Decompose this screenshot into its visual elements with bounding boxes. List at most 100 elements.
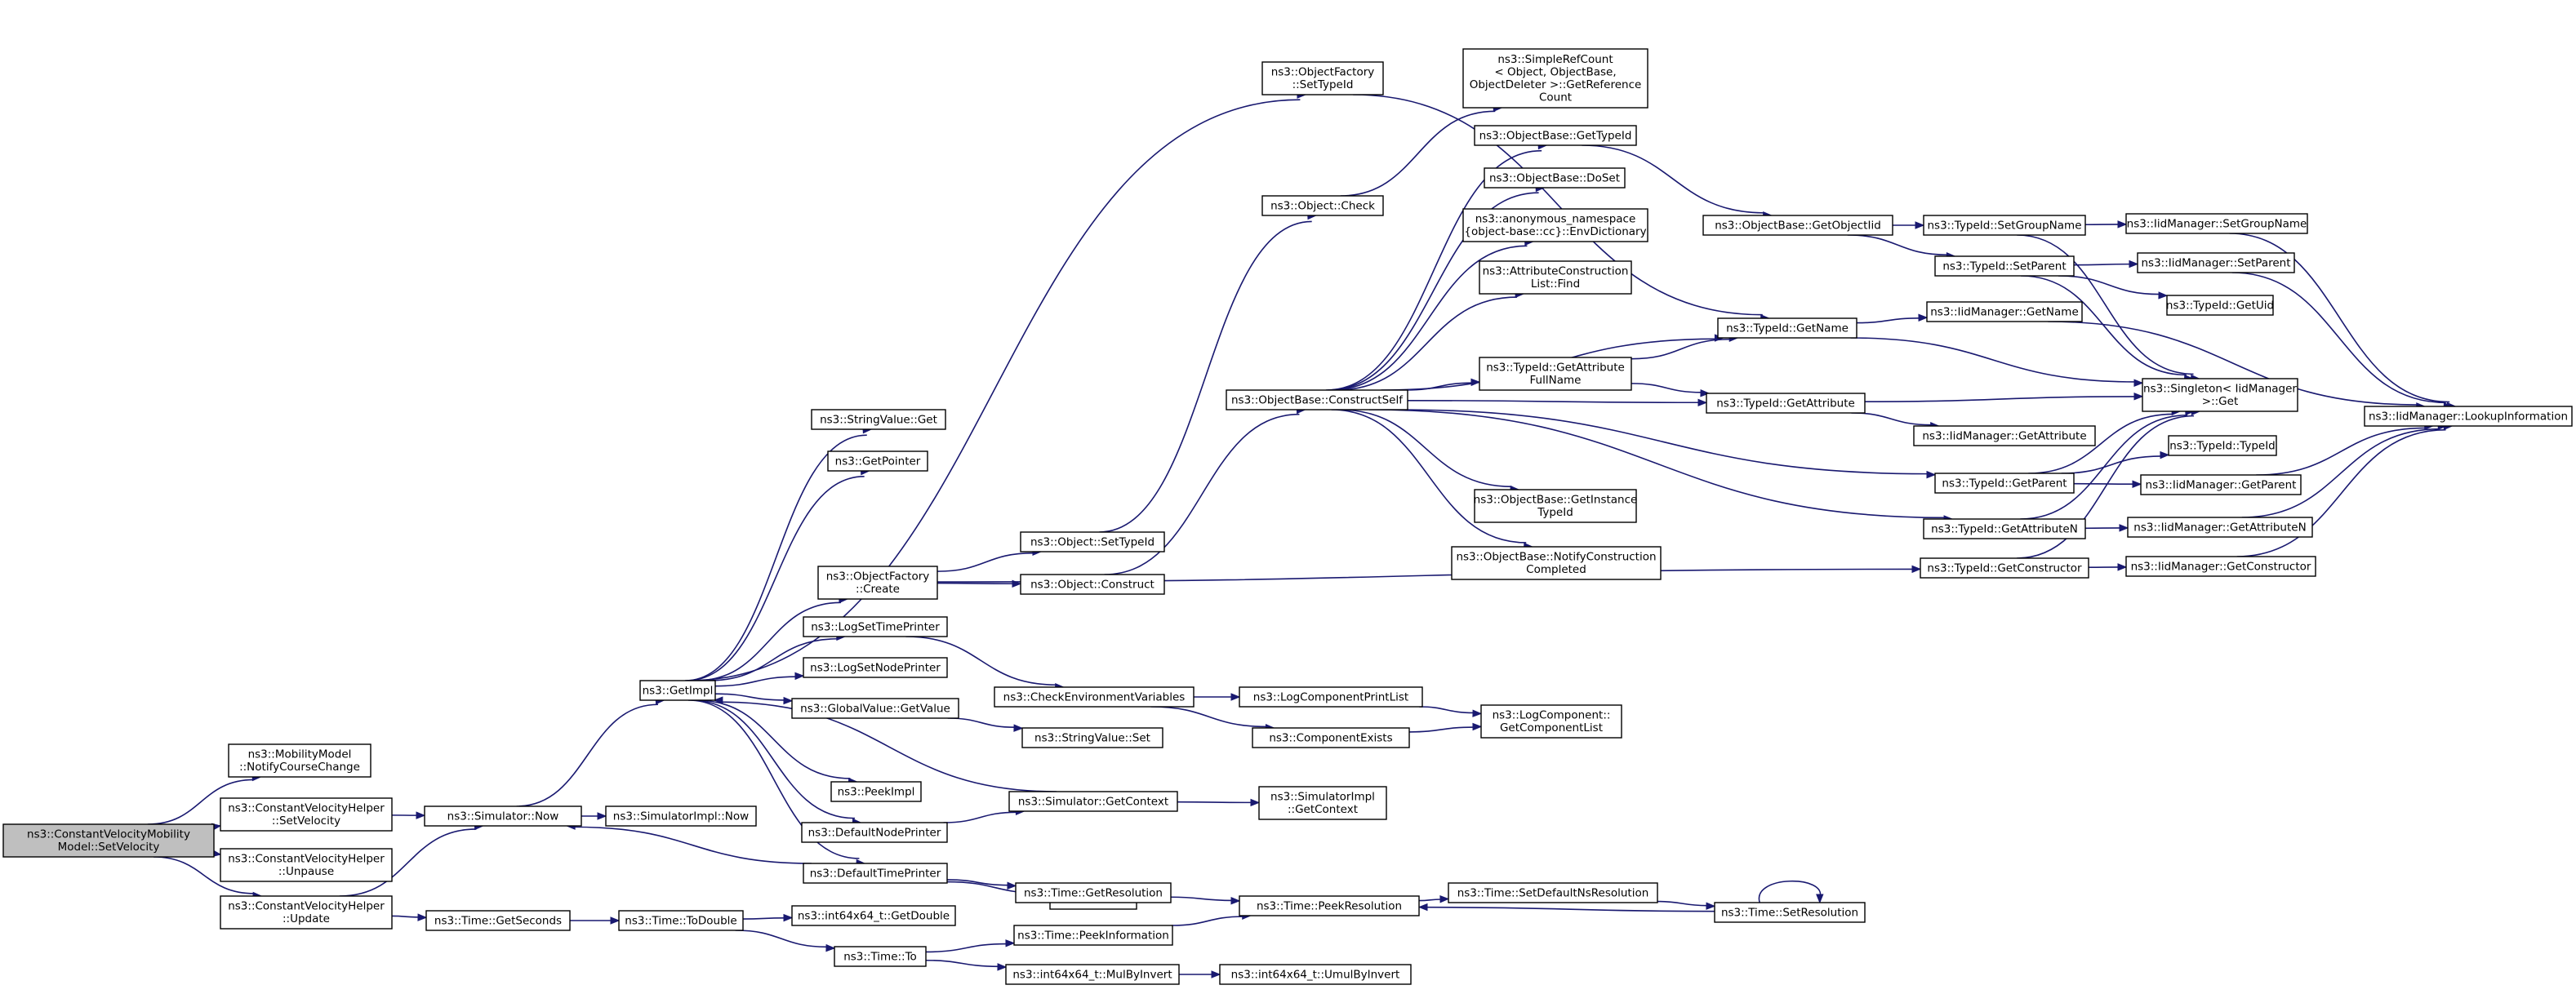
node-box xyxy=(791,698,959,719)
node-checkenv[interactable]: ns3::CheckEnvironmentVariables xyxy=(994,686,1195,708)
node-box xyxy=(803,863,948,884)
node-iid-lookupinfo[interactable]: ns3::IidManager::LookupInformation xyxy=(2364,406,2573,427)
node-singleton-get[interactable]: ns3::Singleton< IidManager>::Get xyxy=(2142,378,2298,412)
node-int64-umulbyinvert[interactable]: ns3::int64x64_t::UmulByInvert xyxy=(1219,964,1412,985)
node-tid-getname[interactable]: ns3::TypeId::GetName xyxy=(1717,317,1857,339)
node-label: ns3::StringValue::Get xyxy=(820,413,937,426)
node-sim-now[interactable]: ns3::Simulator::Now xyxy=(424,805,582,827)
node-iid-setparent[interactable]: ns3::IidManager::SetParent xyxy=(2137,252,2295,273)
node-cvh-update[interactable]: ns3::ConstantVelocityHelper::Update xyxy=(220,895,393,930)
node-getpointer[interactable]: ns3::GetPointer xyxy=(827,450,928,472)
node-of-create[interactable]: ns3::ObjectFactory::Create xyxy=(817,566,938,600)
node-tid-typeid[interactable]: ns3::TypeId::TypeId xyxy=(2168,435,2277,456)
node-time-setresolution[interactable]: ns3::Time::SetResolution xyxy=(1714,902,1866,923)
call-edge-time_setresolution-to-time_setresolution xyxy=(1758,880,1824,904)
node-label: ns3::GlobalValue::GetValue xyxy=(800,702,950,715)
node-box xyxy=(1261,195,1384,216)
node-box xyxy=(801,822,948,843)
node-int64-getdouble[interactable]: ns3::int64x64_t::GetDouble xyxy=(791,905,956,926)
node-tid-getattribute[interactable]: ns3::TypeId::GetAttribute xyxy=(1706,393,1866,414)
call-edge-sim_now-to-getimpl xyxy=(516,696,665,807)
node-int64-mulbyinvert[interactable]: ns3::int64x64_t::MulByInvert xyxy=(1005,964,1180,985)
node-defaultnodeprinter[interactable]: ns3::DefaultNodePrinter xyxy=(801,822,948,843)
node-getimpl[interactable]: ns3::GetImpl xyxy=(639,680,716,701)
node-box xyxy=(1219,964,1412,985)
node-iid-getname[interactable]: ns3::IidManager::GetName xyxy=(1926,301,2083,322)
node-time-peekinfo[interactable]: ns3::Time::PeekInformation xyxy=(1013,925,1173,946)
node-label: ns3::Simulator::Now xyxy=(447,810,559,823)
node-iid-getattributen[interactable]: ns3::IidManager::GetAttributeN xyxy=(2127,517,2313,538)
node-obj-construct[interactable]: ns3::Object::Construct xyxy=(1020,574,1165,595)
node-label: ns3::PeekImpl xyxy=(838,785,915,798)
node-time-todouble[interactable]: ns3::Time::ToDouble xyxy=(618,910,744,931)
node-simplerefcount[interactable]: ns3::SimpleRefCount< Object, ObjectBase,… xyxy=(1462,48,1648,109)
node-time-setdefaultns[interactable]: ns3::Time::SetDefaultNsResolution xyxy=(1448,882,1658,903)
node-root[interactable]: ns3::ConstantVelocityMobilityModel::SetV… xyxy=(2,823,215,858)
call-edge-ob_constructself-to-tid_getparent xyxy=(1398,409,1937,479)
node-tid-setparent[interactable]: ns3::TypeId::SetParent xyxy=(1934,255,2075,277)
node-iid-setgroupname[interactable]: ns3::IidManager::SetGroupName xyxy=(2125,213,2308,234)
node-tid-getparent[interactable]: ns3::TypeId::GetParent xyxy=(1934,473,2075,494)
node-box xyxy=(1020,574,1165,595)
node-logsettime[interactable]: ns3::LogSetTimePrinter xyxy=(803,616,948,637)
node-tid-getconstructor[interactable]: ns3::TypeId::GetConstructor xyxy=(1920,557,2089,579)
node-stringvalue-get[interactable]: ns3::StringValue::Get xyxy=(811,409,946,430)
node-sim-getcontext[interactable]: ns3::Simulator::GetContext xyxy=(1008,791,1178,812)
node-label: ns3::TypeId::GetUid xyxy=(2166,299,2274,312)
node-tid-setgroupname[interactable]: ns3::TypeId::SetGroupName xyxy=(1923,215,2086,236)
node-time-getresolution[interactable]: ns3::Time::GetResolution xyxy=(1015,882,1172,903)
node-cvh-unpause[interactable]: ns3::ConstantVelocityHelper::Unpause xyxy=(220,848,393,882)
node-tid-getuid[interactable]: ns3::TypeId::GetUid xyxy=(2166,295,2274,316)
node-ob-notifyconstruction[interactable]: ns3::ObjectBase::NotifyConstructionCompl… xyxy=(1451,546,1662,580)
node-label: ns3::int64x64_t::MulByInvert xyxy=(1012,968,1172,981)
node-box xyxy=(1480,704,1622,739)
node-box xyxy=(1913,425,2096,446)
node-iid-getconstructor[interactable]: ns3::IidManager::GetConstructor xyxy=(2125,556,2316,577)
node-logsetnode[interactable]: ns3::LogSetNodePrinter xyxy=(803,657,948,678)
node-peekimpl[interactable]: ns3::PeekImpl xyxy=(830,781,922,802)
node-label: ns3::Singleton< IidManager xyxy=(2143,383,2297,396)
node-obj-check[interactable]: ns3::Object::Check xyxy=(1261,195,1384,216)
node-simimpl-now[interactable]: ns3::SimulatorImpl::Now xyxy=(605,805,757,827)
node-logcomp-getlist[interactable]: ns3::LogComponent::GetComponentList xyxy=(1480,704,1622,739)
node-gv-getvalue[interactable]: ns3::GlobalValue::GetValue xyxy=(791,698,959,719)
node-time-peekresolution[interactable]: ns3::Time::PeekResolution xyxy=(1239,895,1420,916)
node-tid-getattributen[interactable]: ns3::TypeId::GetAttributeN xyxy=(1923,518,2086,539)
call-edge-time_getresolution-to-time_peekresolution xyxy=(1170,896,1241,905)
node-logcompprintlist[interactable]: ns3::LogComponentPrintList xyxy=(1239,686,1423,708)
node-iid-getparent[interactable]: ns3::IidManager::GetParent xyxy=(2140,474,2302,495)
node-box xyxy=(1261,61,1384,95)
node-ob-constructself[interactable]: ns3::ObjectBase::ConstructSelf xyxy=(1226,389,1408,410)
node-label: ns3::int64x64_t::GetDouble xyxy=(798,909,950,922)
node-obj-settypeid[interactable]: ns3::Object::SetTypeId xyxy=(1020,531,1165,552)
node-label: ns3::Simulator::GetContext xyxy=(1018,795,1168,808)
call-edge-logcompprintlist-to-logcomp_getlist xyxy=(1418,706,1483,717)
node-time-to[interactable]: ns3::Time::To xyxy=(834,946,927,967)
node-box xyxy=(1013,925,1173,946)
node-defaulttimeprinter[interactable]: ns3::DefaultTimePrinter xyxy=(803,863,948,884)
node-label: ::Create xyxy=(856,583,900,596)
node-ob-doset[interactable]: ns3::ObjectBase::DoSet xyxy=(1484,167,1626,189)
node-box xyxy=(811,409,946,430)
node-iid-getattribute[interactable]: ns3::IidManager::GetAttribute xyxy=(1913,425,2096,446)
node-label: ns3::Time::To xyxy=(843,950,917,963)
node-ob-gettypeid[interactable]: ns3::ObjectBase::GetTypeId xyxy=(1474,125,1637,146)
node-anon-envdict[interactable]: ns3::anonymous_namespace{object-base::cc… xyxy=(1462,208,1648,242)
node-label: ns3::TypeId::GetParent xyxy=(1942,477,2067,490)
node-cvh-setvel[interactable]: ns3::ConstantVelocityHelper::SetVelocity xyxy=(220,797,393,832)
node-box xyxy=(1474,125,1637,146)
node-mm-notify[interactable]: ns3::MobilityModel::NotifyCourseChange xyxy=(228,743,371,778)
node-stringvalue-set[interactable]: ns3::StringValue::Set xyxy=(1021,727,1163,748)
node-box xyxy=(1226,389,1408,410)
call-edge-ob_constructself-to-tid_getattribute xyxy=(1407,398,1708,407)
node-simimpl-getcontext[interactable]: ns3::SimulatorImpl::GetContext xyxy=(1258,786,1387,820)
node-ob-getobjectiid[interactable]: ns3::ObjectBase::GetObjectIid xyxy=(1702,215,1893,236)
node-componentexists[interactable]: ns3::ComponentExists xyxy=(1252,727,1410,748)
call-edge-iid_getparent-to-iid_lookupinfo xyxy=(2256,422,2435,476)
node-of-settypeid[interactable]: ns3::ObjectFactory::SetTypeId xyxy=(1261,61,1384,95)
node-box xyxy=(2364,406,2573,427)
node-time-getseconds[interactable]: ns3::Time::GetSeconds xyxy=(425,910,571,931)
